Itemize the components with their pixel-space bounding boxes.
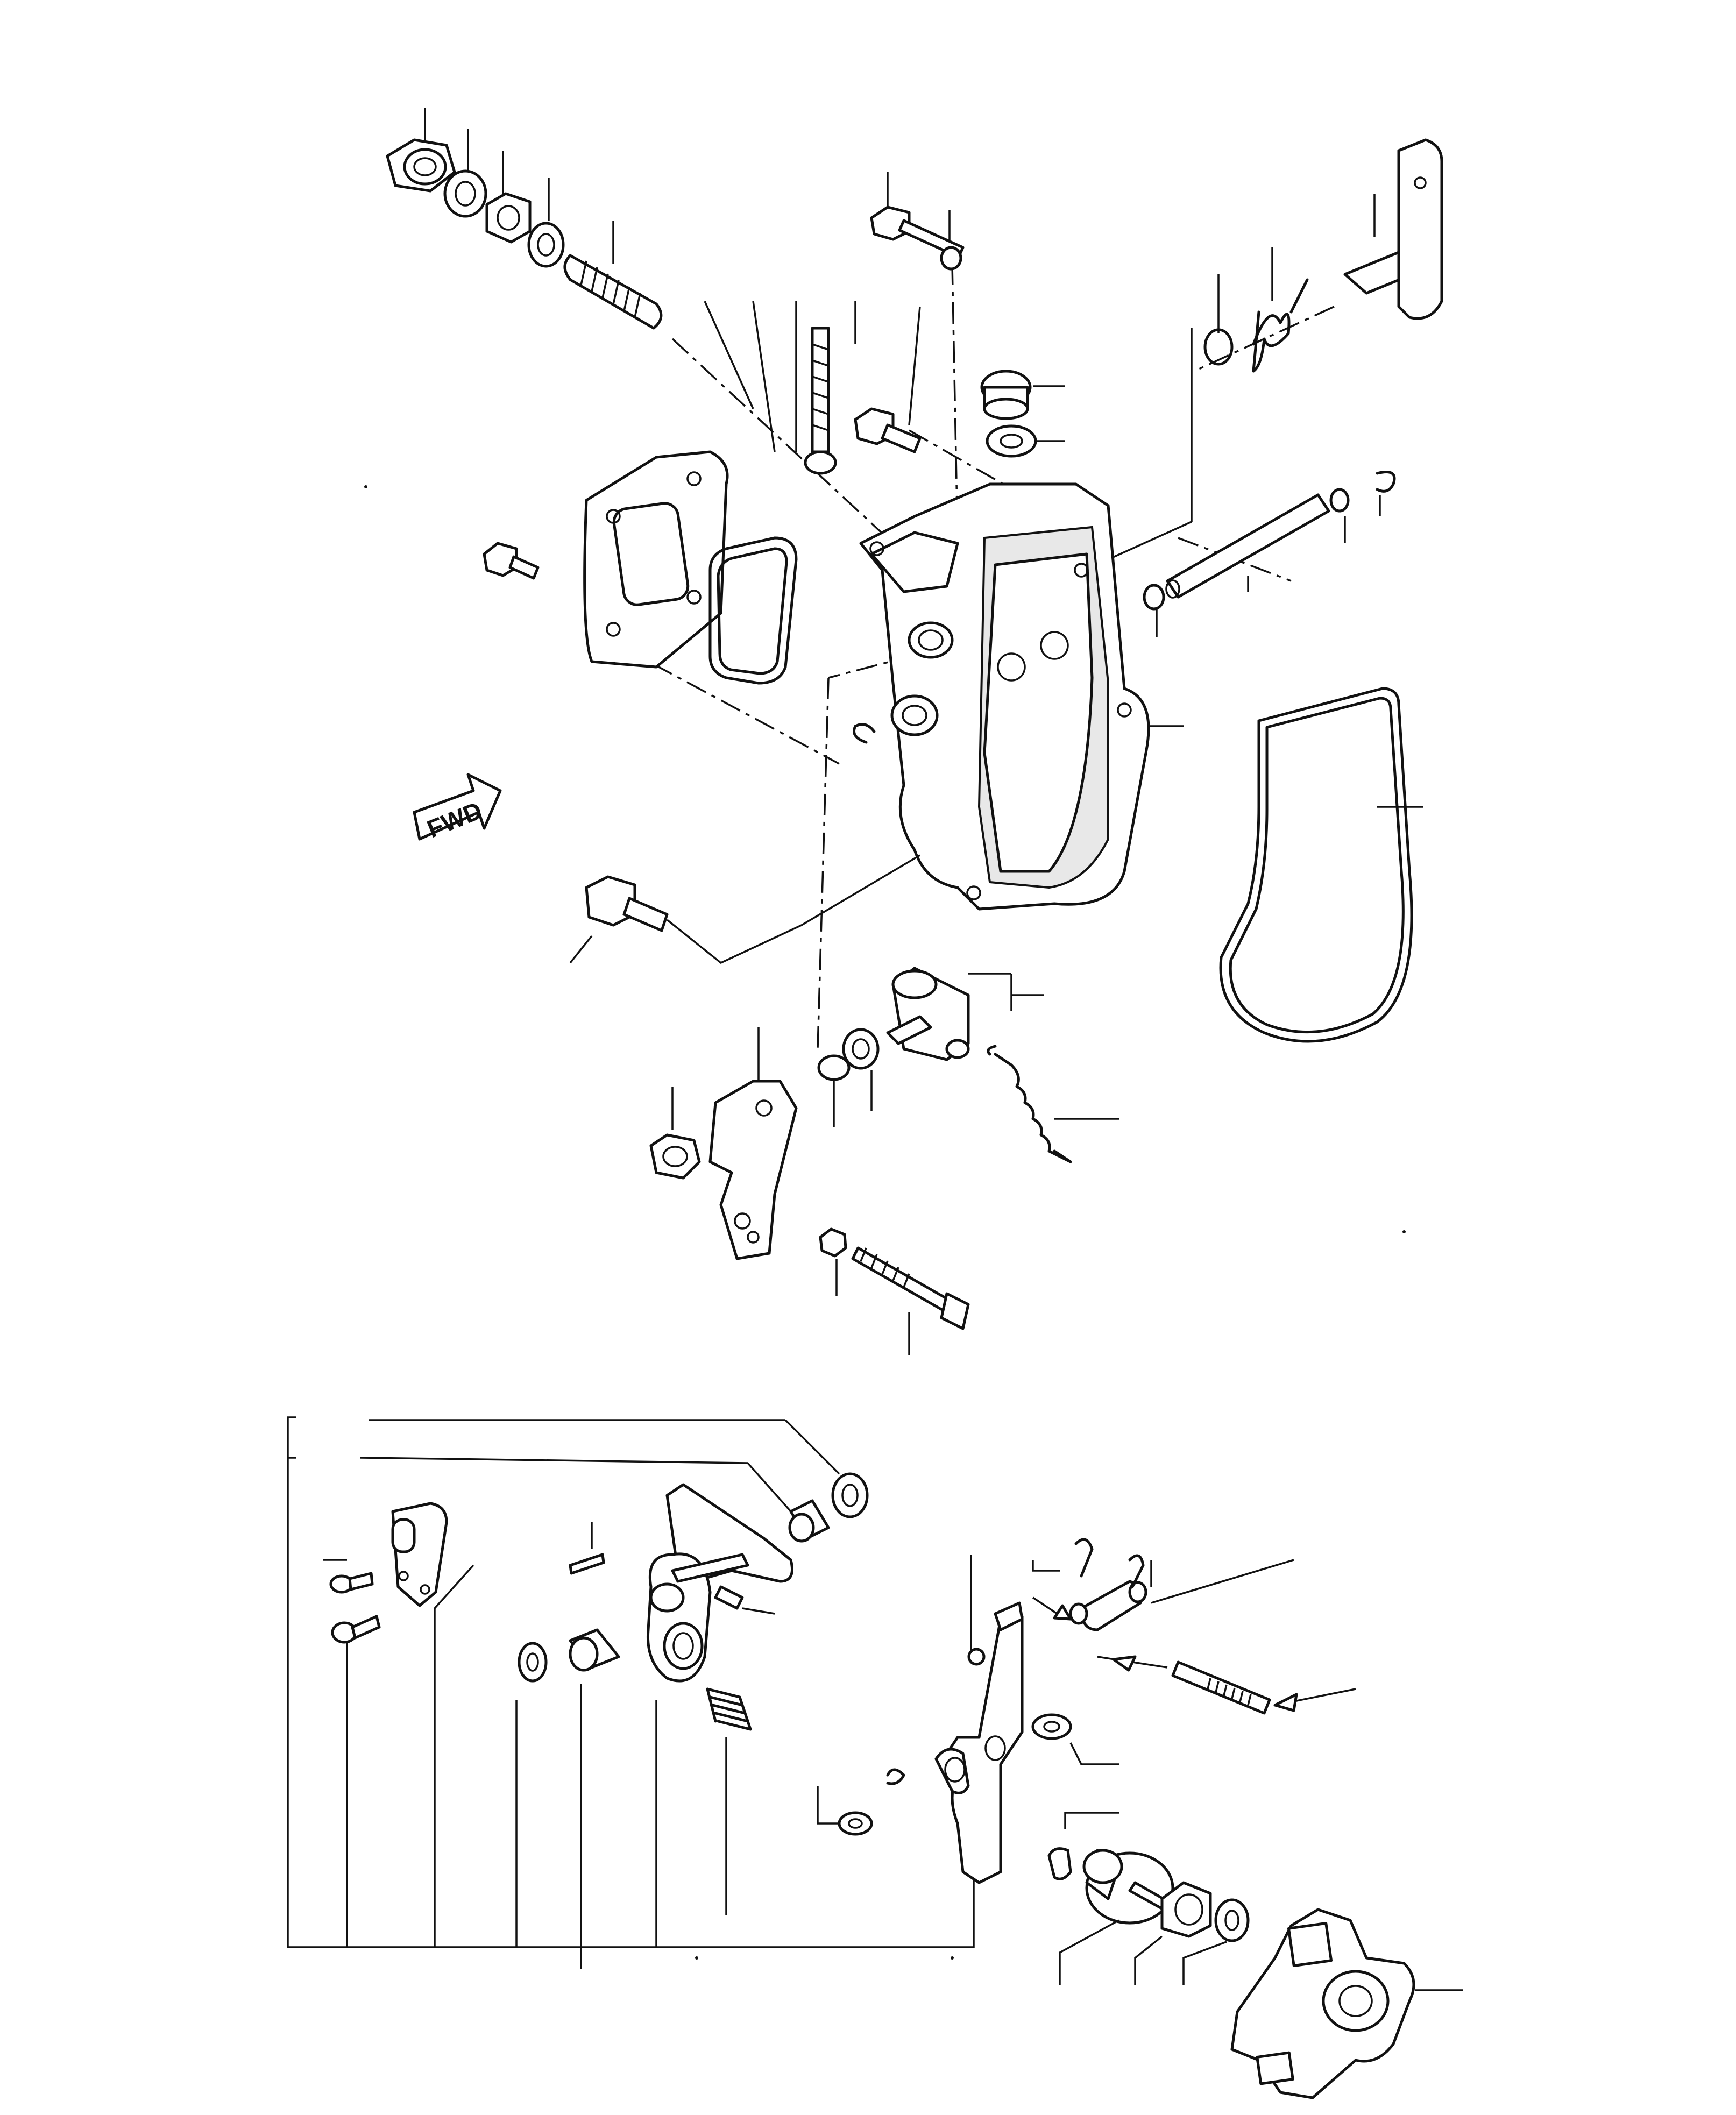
lower-frame-lines bbox=[287, 1416, 975, 1969]
cotter-pin-icon bbox=[1032, 1538, 1294, 1604]
o-ring-icon-2 bbox=[817, 1054, 851, 1081]
washer-icon bbox=[443, 169, 487, 218]
hex-bolt-icon bbox=[483, 542, 540, 580]
control-lever-icon bbox=[934, 1601, 1024, 1884]
flyweight-disc-icon bbox=[1059, 1849, 1174, 1985]
compression-spring-icon bbox=[706, 1687, 752, 1731]
washer-icon-3 bbox=[842, 1028, 880, 1070]
washer-icon-6 bbox=[1031, 1713, 1119, 1765]
spring-rod-icon bbox=[1171, 1660, 1356, 1715]
stud-bolt-icon bbox=[804, 327, 837, 475]
fwd-arrow-icon: FWD bbox=[413, 773, 502, 843]
plug-icon bbox=[980, 370, 1032, 420]
bushing-icon-2 bbox=[569, 1628, 620, 1672]
clip-icon bbox=[853, 723, 876, 744]
washer-icon-8 bbox=[1182, 1898, 1250, 1985]
flange-nut-icon bbox=[649, 1087, 701, 1180]
governor-lever-icon bbox=[646, 1483, 793, 1683]
gasket-plate-icon bbox=[583, 450, 729, 669]
hex-nut-icon bbox=[485, 192, 532, 244]
stray-marks bbox=[364, 485, 1406, 1960]
cap-nut-icon bbox=[386, 138, 456, 193]
small-washer-icon bbox=[940, 246, 962, 271]
bracket-plate-icon bbox=[708, 1080, 798, 1260]
hex-nut-icon-2 bbox=[1134, 1881, 1212, 1985]
square-seal-icon bbox=[708, 536, 798, 685]
washer-icon-2 bbox=[527, 222, 565, 268]
washer-icon-7 bbox=[817, 1786, 873, 1836]
arrow-icon bbox=[1032, 1596, 1168, 1672]
clevis-pin-icon bbox=[1069, 1580, 1147, 1631]
small-washer-icon-2 bbox=[967, 1555, 986, 1666]
tension-spring-icon bbox=[987, 1045, 1072, 1163]
bushing-icon bbox=[788, 1499, 830, 1543]
lever-shaft-icon bbox=[1343, 138, 1443, 320]
pin-head-icon bbox=[1047, 1812, 1119, 1880]
washer-icon-5 bbox=[518, 1642, 548, 1683]
leaders-mid bbox=[757, 1027, 1119, 1127]
housing-gasket-icon bbox=[1219, 687, 1413, 1043]
flange-bolt-icon-large bbox=[569, 854, 920, 964]
torsion-spring-icon bbox=[1252, 278, 1309, 373]
small-screw-icon-2 bbox=[331, 1615, 381, 1644]
cam-lever-icon bbox=[391, 1502, 448, 1607]
long-bolt-icon bbox=[851, 1246, 970, 1355]
plug-washer-icon bbox=[986, 424, 1037, 458]
washer-icon-4 bbox=[831, 1472, 869, 1518]
governor-body-icon bbox=[1230, 1908, 1463, 2099]
small-screw-icon bbox=[329, 1572, 374, 1594]
lever-shaft-icon-2 bbox=[1143, 471, 1396, 611]
o-ring-icon bbox=[1203, 328, 1234, 366]
adjusting-screw-icon bbox=[563, 254, 663, 330]
governor-housing-icon bbox=[859, 482, 1150, 911]
leader-lines-top bbox=[424, 108, 1423, 808]
clip-icon-2 bbox=[886, 1768, 905, 1785]
actuator-icon bbox=[886, 967, 1044, 1061]
small-nut-icon bbox=[819, 1227, 847, 1296]
flange-bolt-icon bbox=[854, 407, 922, 453]
pin-icon bbox=[569, 1522, 605, 1575]
